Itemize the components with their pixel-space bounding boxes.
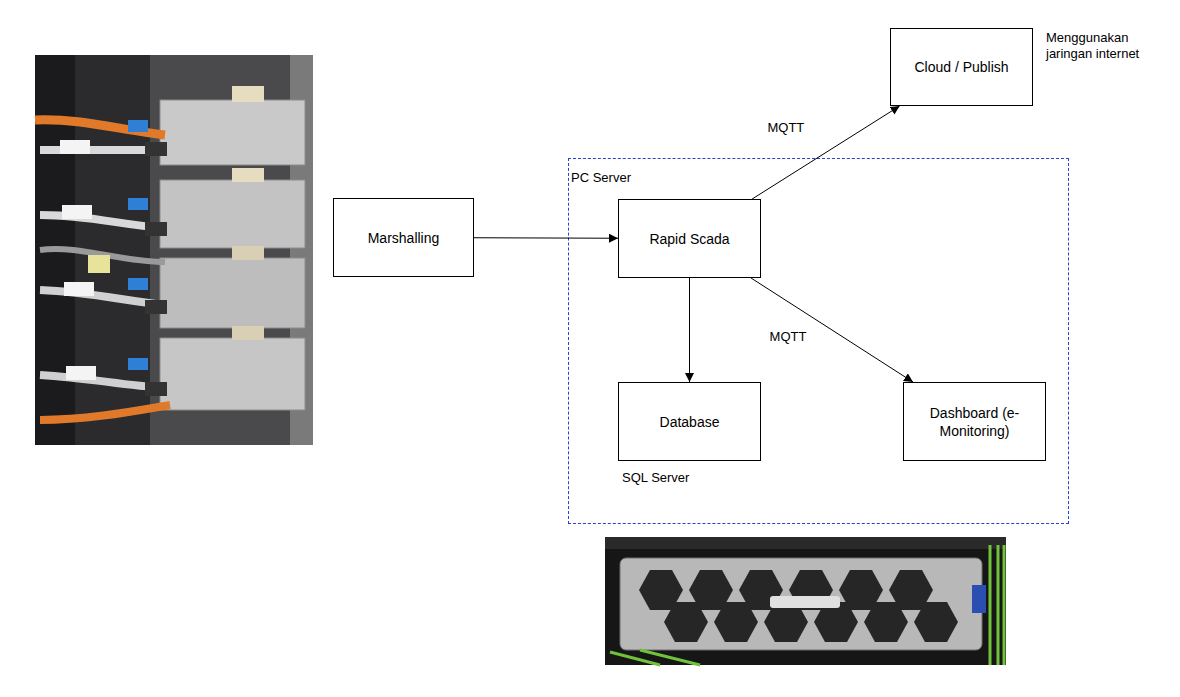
protocol-label: MQTT bbox=[770, 329, 807, 344]
server-group: PC ServerRapid ScadaDatabaseSQL ServerDa… bbox=[568, 158, 1069, 524]
vga-connector bbox=[972, 585, 986, 613]
cable-tag bbox=[62, 205, 92, 219]
server-photo bbox=[605, 537, 1006, 665]
green-cables bbox=[610, 650, 700, 665]
fiber-connector bbox=[145, 222, 167, 236]
box-label: Database bbox=[654, 413, 726, 431]
terminal-block bbox=[232, 168, 264, 182]
process-box: Cloud / Publish bbox=[890, 28, 1033, 106]
cable-tag bbox=[66, 366, 96, 380]
box-caption: SQL Server bbox=[622, 470, 689, 485]
rack-background bbox=[605, 537, 1006, 665]
media-converter bbox=[160, 180, 305, 248]
arrow-connector bbox=[474, 237, 618, 239]
hexagon bbox=[664, 602, 708, 642]
hexagon bbox=[714, 602, 758, 642]
box-label: Cloud / Publish bbox=[908, 58, 1014, 76]
terminal-block bbox=[232, 326, 264, 340]
blue-connector bbox=[128, 358, 148, 370]
bezel-hexagons bbox=[639, 570, 958, 642]
protocol-label: MQTT bbox=[767, 119, 804, 134]
terminal-block bbox=[232, 246, 264, 260]
server-bezel bbox=[620, 558, 982, 650]
photo-background bbox=[35, 55, 313, 445]
arrow-connector bbox=[751, 278, 913, 382]
media-converter bbox=[160, 338, 305, 410]
hexagon bbox=[864, 602, 908, 642]
hexagon bbox=[914, 602, 958, 642]
media-converter bbox=[160, 100, 305, 165]
sticky-note bbox=[88, 255, 110, 273]
green-cables bbox=[990, 545, 1004, 665]
note-text: Menggunakan jaringan internet bbox=[1046, 30, 1164, 62]
blue-connector bbox=[128, 278, 148, 290]
process-box: DatabaseSQL Server bbox=[618, 382, 761, 461]
media-converter bbox=[160, 258, 305, 328]
terminal-block bbox=[232, 86, 264, 102]
blue-connector bbox=[128, 120, 148, 132]
orange-cable bbox=[40, 405, 170, 420]
process-box: Rapid Scada bbox=[618, 199, 761, 278]
blue-connector bbox=[128, 198, 148, 210]
cable-tag bbox=[64, 282, 94, 296]
fiber-connector bbox=[145, 382, 167, 396]
group-title: PC Server bbox=[571, 170, 631, 185]
box-label: Dashboard (e-Monitoring) bbox=[904, 404, 1045, 440]
orange-cable bbox=[35, 120, 165, 135]
cable-tag bbox=[60, 140, 90, 154]
arrow-connector bbox=[752, 106, 899, 199]
fiber-connector bbox=[145, 300, 167, 314]
rack-top bbox=[605, 537, 1006, 549]
process-box: Dashboard (e-Monitoring) bbox=[903, 382, 1046, 461]
cabinet-panel bbox=[150, 55, 313, 445]
arrow-connector bbox=[689, 278, 690, 382]
process-box: Marshalling bbox=[333, 198, 474, 277]
logo-plate bbox=[770, 596, 840, 608]
box-label: Marshalling bbox=[362, 229, 446, 247]
box-label: Rapid Scada bbox=[643, 230, 735, 248]
fiber-connector bbox=[145, 142, 167, 156]
marshalling-photo bbox=[35, 55, 313, 445]
